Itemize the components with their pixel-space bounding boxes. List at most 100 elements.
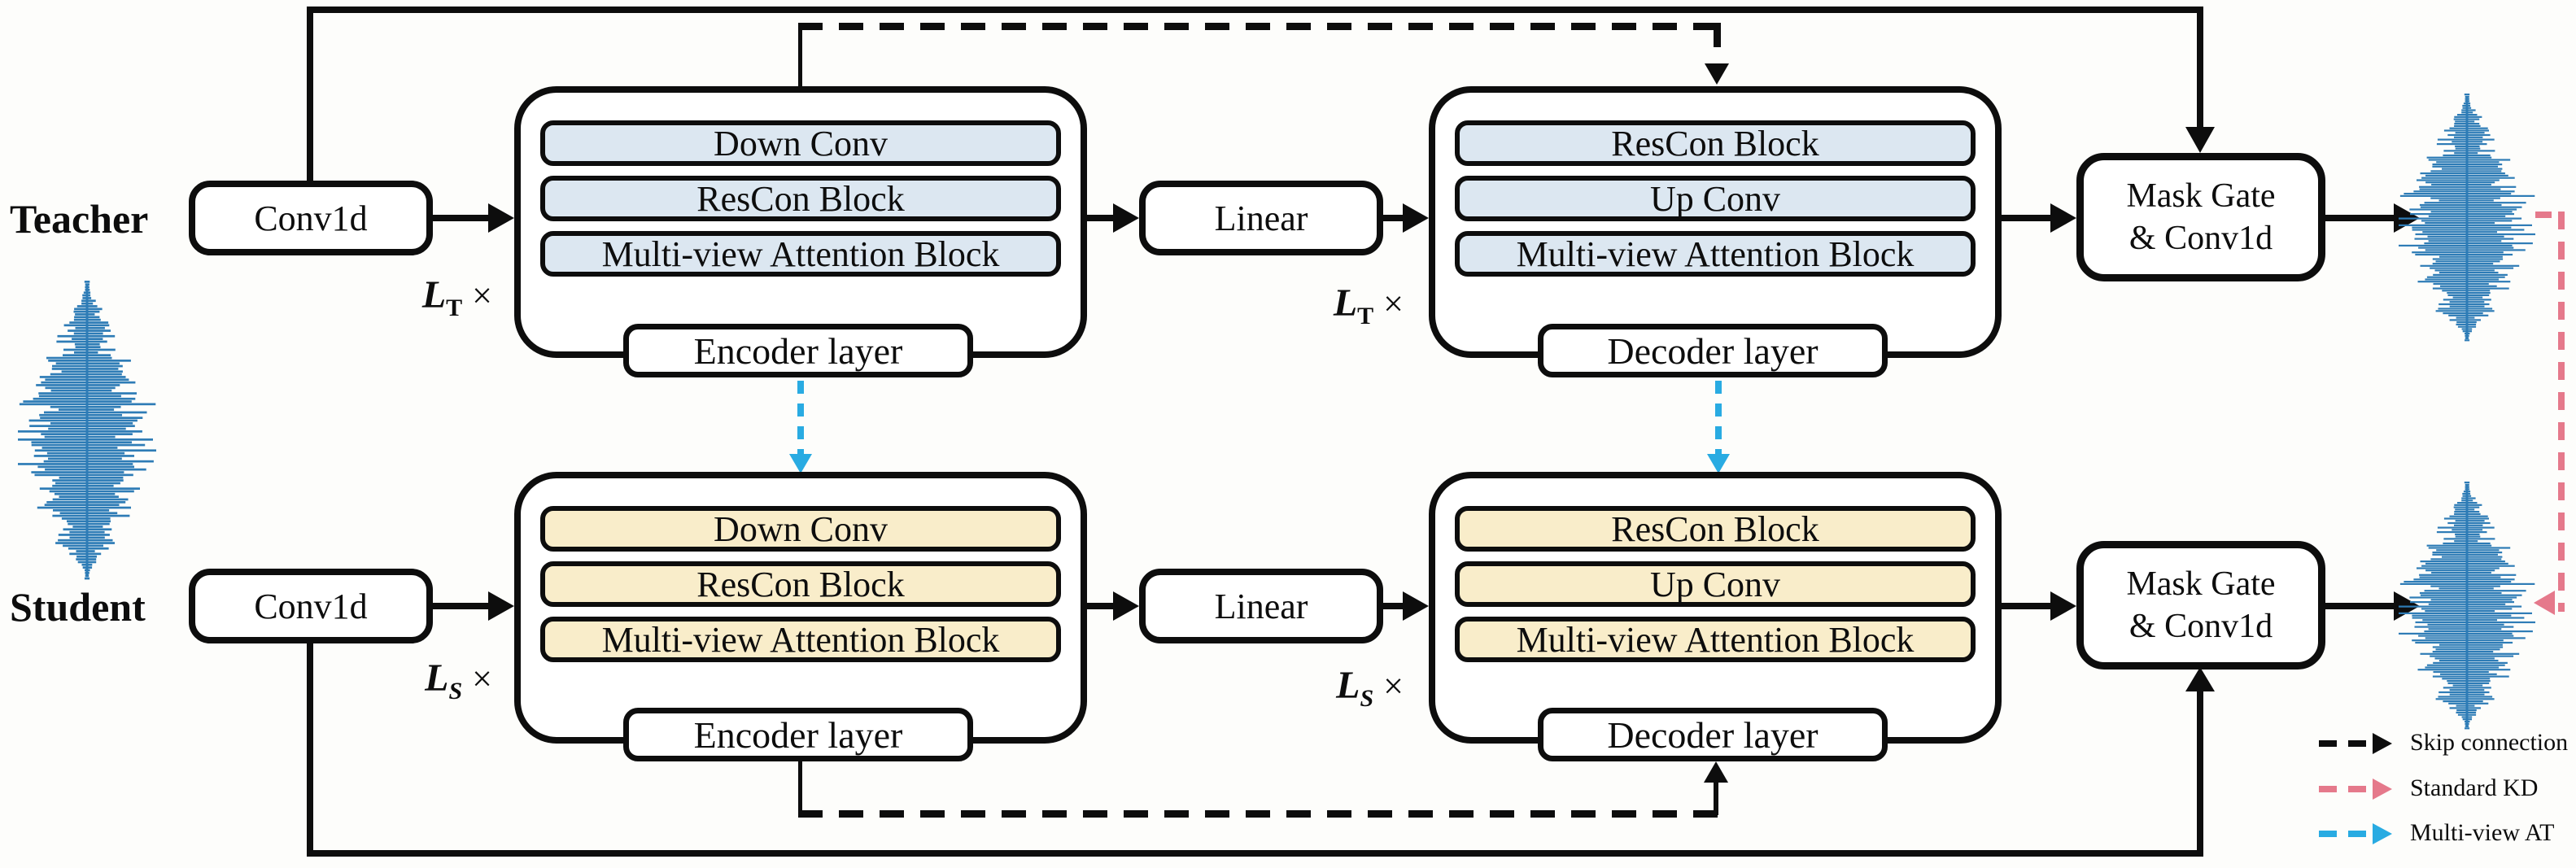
student-conv1d-box: Conv1d (189, 569, 433, 643)
student-linear-decoder-line (1383, 603, 1404, 609)
student-conv-encoder-line (433, 603, 490, 609)
student-input-stem-line (307, 643, 313, 857)
student-decoder-multiplier: LS × (1281, 663, 1404, 713)
student-maskgate-in-arrowhead (2185, 667, 2215, 691)
block-row-label: Multi-view Attention Block (601, 619, 1000, 660)
student-skip-stem-line (798, 761, 802, 815)
student-maskgate-line1: Mask Gate (2126, 565, 2276, 603)
multiplier-times: × (1383, 666, 1404, 706)
teacher-maskgate-line2: & Conv1d (2128, 220, 2273, 257)
at-decoder-dashed-line (1715, 381, 1722, 456)
teacher-linear-box: Linear (1139, 181, 1383, 255)
teacher-decoder-row-upconv: Up Conv (1455, 176, 1976, 221)
teacher-maskgate-in-arrowhead (2185, 127, 2215, 153)
block-row-label: Multi-view Attention Block (1516, 619, 1915, 660)
teacher-encoder-layer-label: Encoder layer (623, 324, 973, 377)
student-maskgate-line2: & Conv1d (2128, 608, 2273, 645)
teacher-maskgate-box: Mask Gate & Conv1d (2076, 153, 2325, 281)
block-row-label: ResCon Block (696, 178, 905, 219)
kd-top-dashed-line (2535, 212, 2565, 218)
multiplier-subscript: S (448, 678, 463, 704)
student-linear-label: Linear (1214, 586, 1308, 626)
student-conv-encoder-arrowhead (488, 591, 514, 621)
student-decoder-row-upconv: Up Conv (1455, 561, 1976, 607)
input-waveform (18, 281, 156, 580)
student-row-label: Student (10, 584, 146, 630)
legend-kd-label: Standard KD (2410, 774, 2539, 801)
student-skip-dashed-line (798, 810, 1719, 818)
teacher-conv-encoder-line (433, 215, 490, 221)
student-input-bottom-line (307, 850, 2203, 857)
student-encoder-layer-label: Encoder layer (623, 708, 973, 761)
student-input-rise-line (2197, 691, 2203, 857)
legend-kd-arrowhead (2373, 779, 2392, 800)
block-row-label: ResCon Block (1611, 123, 1819, 164)
teacher-skip-arrowhead (1705, 63, 1729, 85)
legend-skip-arrowhead (2373, 733, 2392, 754)
teacher-linear-label: Linear (1214, 198, 1308, 238)
at-decoder-arrowhead (1707, 454, 1730, 473)
teacher-encoder-multiplier: LT× (370, 273, 492, 322)
student-encoder-row-mva: Multi-view Attention Block (540, 617, 1061, 662)
teacher-decoder-mask-arrowhead (2050, 203, 2076, 233)
at-encoder-dashed-line (797, 381, 804, 456)
multiplier-subscript: T (1357, 303, 1374, 329)
layer-label-text: Decoder layer (1607, 329, 1818, 372)
teacher-encoder-linear-line (1087, 215, 1115, 221)
block-row-label: Down Conv (714, 123, 888, 164)
multiplier-base: L (425, 656, 449, 700)
teacher-decoder-row-mva: Multi-view Attention Block (1455, 231, 1976, 277)
teacher-encoder-row-rescon: ResCon Block (540, 176, 1061, 221)
teacher-skip-dashed-line (798, 23, 1719, 30)
multiplier-base: L (1333, 281, 1358, 325)
block-row-label: Up Conv (1649, 178, 1781, 219)
student-encoder-linear-arrowhead (1113, 591, 1139, 621)
student-skip-rise-line (1714, 783, 1718, 815)
teacher-input-stem-line (307, 7, 313, 181)
student-decoder-row-rescon: ResCon Block (1455, 506, 1976, 552)
kd-arrowhead (2534, 591, 2555, 615)
teacher-conv1d-label: Conv1d (254, 198, 368, 238)
legend-at-label: Multi-view AT (2410, 819, 2555, 846)
teacher-encoder-row-mva: Multi-view Attention Block (540, 231, 1061, 277)
teacher-conv-encoder-arrowhead (488, 203, 514, 233)
teacher-decoder-row-rescon: ResCon Block (1455, 120, 1976, 166)
block-row-label: ResCon Block (696, 564, 905, 604)
student-encoder-multiplier: LS× (370, 656, 492, 705)
teacher-input-drop-line (2197, 7, 2203, 129)
multiplier-times: × (1383, 284, 1404, 324)
legend-at-dash (2319, 831, 2369, 837)
kd-vertical-dashed-line (2558, 212, 2565, 612)
legend-at-arrowhead (2373, 823, 2392, 844)
teacher-encoder-row-downconv: Down Conv (540, 120, 1061, 166)
teacher-linear-decoder-arrowhead (1403, 203, 1429, 233)
teacher-output-waveform (2399, 94, 2535, 342)
student-encoder-row-downconv: Down Conv (540, 506, 1061, 552)
student-output-line (2325, 603, 2395, 609)
teacher-skip-drop-dashed-line (1714, 23, 1721, 63)
teacher-output-line (2325, 215, 2395, 221)
multiplier-subscript: S (1360, 685, 1374, 712)
legend-skip-dash (2319, 740, 2369, 747)
layer-label-text: Encoder layer (693, 713, 903, 756)
legend-skip-label: Skip connection (2410, 729, 2569, 756)
teacher-decoder-mask-line (2000, 215, 2052, 221)
block-row-label: Down Conv (714, 508, 888, 549)
teacher-input-top-line (307, 7, 2203, 13)
legend-kd-dash (2319, 786, 2369, 792)
student-output-waveform (2399, 482, 2535, 730)
block-row-label: Multi-view Attention Block (601, 233, 1000, 274)
student-encoder-linear-line (1087, 603, 1115, 609)
teacher-row-label: Teacher (10, 196, 149, 242)
multiplier-times: × (472, 276, 492, 316)
block-row-label: Multi-view Attention Block (1516, 233, 1915, 274)
multiplier-base: L (1336, 664, 1360, 707)
student-linear-decoder-arrowhead (1403, 591, 1429, 621)
student-conv1d-label: Conv1d (254, 586, 368, 626)
teacher-maskgate-line1: Mask Gate (2126, 177, 2276, 215)
block-row-label: ResCon Block (1611, 508, 1819, 549)
student-maskgate-box: Mask Gate & Conv1d (2076, 541, 2325, 670)
student-skip-arrowhead (1704, 761, 1728, 783)
multiplier-base: L (421, 273, 447, 316)
